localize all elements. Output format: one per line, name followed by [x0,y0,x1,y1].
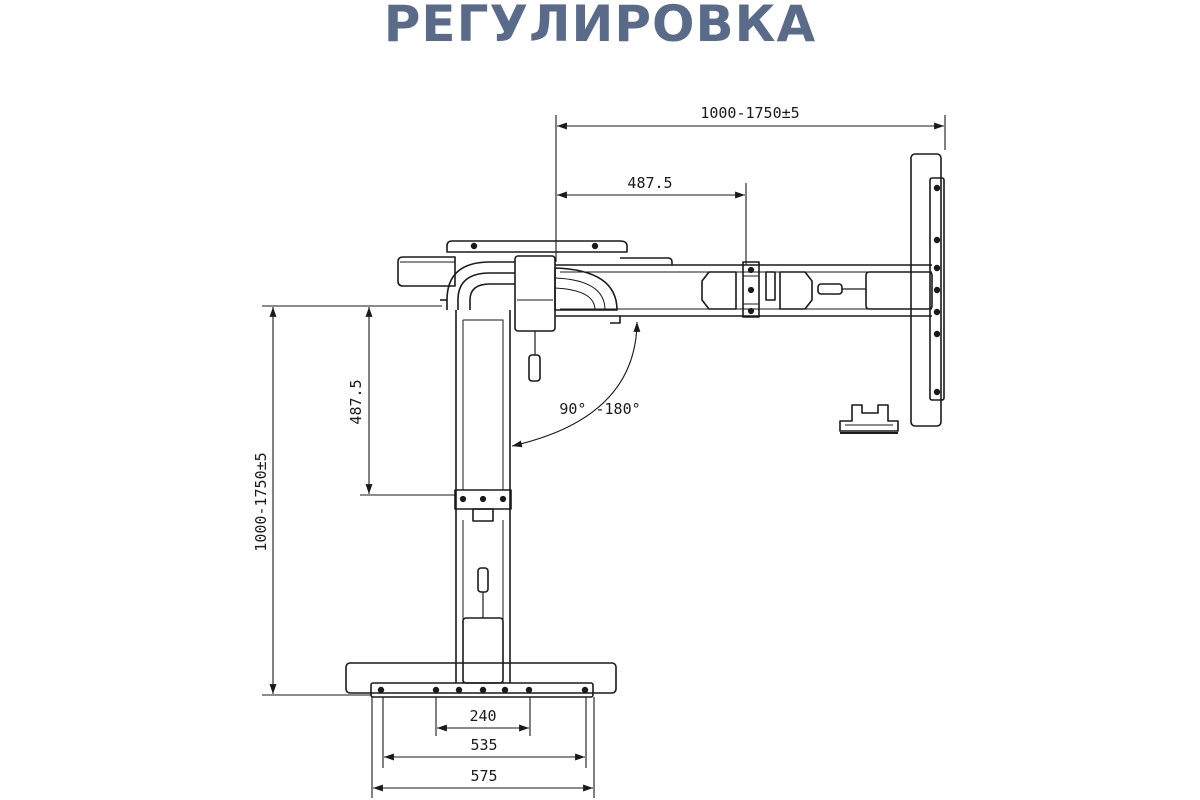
inner-leg-tube [462,617,504,684]
dim-bottom-inner: 240 [469,707,496,725]
dim-left-segment: 487.5 [347,379,365,424]
hand-switch-top [528,331,541,382]
upper-left-rail [397,256,456,287]
dim-bottom-mid: 535 [470,736,497,754]
clamp-part [839,404,899,434]
inner-beam-tube [865,271,933,310]
beam-bracket-2 [765,271,813,310]
beam-center-clamp [742,261,760,318]
beam-bracket-1 [701,271,737,310]
hand-switch-horizontal [817,283,866,295]
hand-switch-vertical [477,567,489,618]
dim-angle: 90° -180° [559,400,640,418]
leg-clamp [454,489,512,522]
right-foot [910,153,945,427]
dim-top-total: 1000-1750±5 [700,104,799,122]
top-mounting-plate [446,240,628,253]
corner-joint-right [554,267,618,311]
corner-joint-left [440,261,515,310]
dim-left-total: 1000-1750±5 [252,452,270,551]
dimension-lines [262,115,946,798]
dim-bottom-outer: 575 [470,767,497,785]
base-foot [345,662,617,698]
dim-top-segment: 487.5 [627,174,672,192]
page-title: РЕГУЛИРОВКА [383,0,817,53]
vertical-leg [455,310,511,683]
motor-housing [514,255,556,332]
